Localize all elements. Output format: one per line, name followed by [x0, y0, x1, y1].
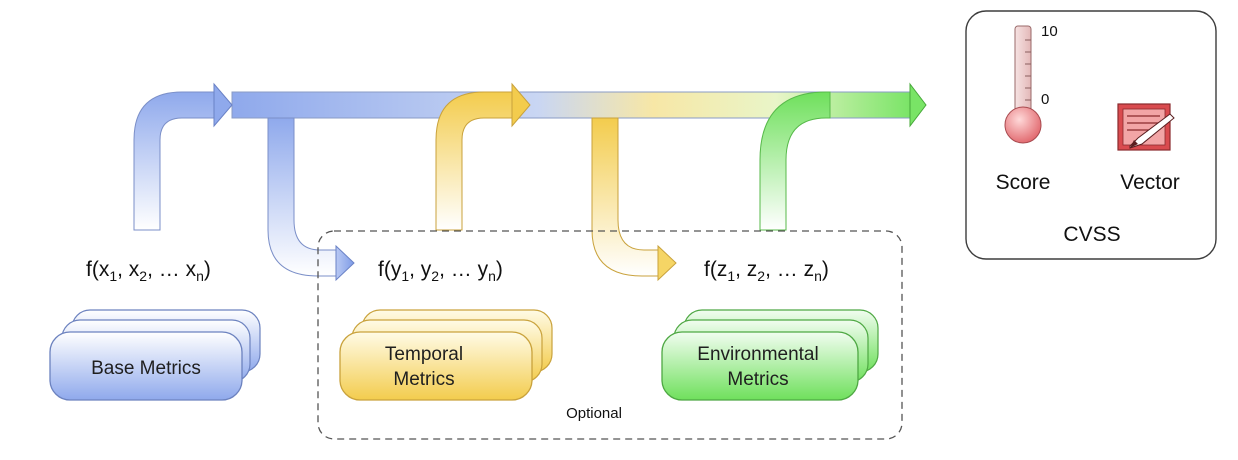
optional-label: Optional — [566, 405, 622, 422]
base-input-arrow — [133, 82, 233, 231]
optional-region — [317, 230, 903, 440]
environmental-function-label: f(z1, z2, … zn) — [704, 258, 829, 284]
temporal-function-label: f(y1, y2, … yn) — [378, 258, 503, 284]
environmental-metrics-label-line2: Metrics — [727, 369, 788, 390]
temporal-metrics-label-line1: Temporal — [385, 344, 463, 365]
thermometer-icon — [1004, 25, 1042, 144]
environmental-metrics-label-line1: Environmental — [697, 344, 818, 365]
temporal-input-arrow — [435, 82, 531, 231]
base-metrics-stack: Base Metrics — [49, 309, 261, 401]
thermometer-max-label: 10 — [1041, 23, 1058, 40]
base-function-label: f(x1, x2, … xn) — [86, 258, 211, 284]
vector-document-icon — [1117, 103, 1175, 151]
cvss-panel: 10 0 Score Vector CVSS — [965, 10, 1217, 260]
environmental-input-arrow — [759, 91, 831, 231]
cvss-title: CVSS — [1063, 223, 1120, 246]
temporal-metrics-stack: Temporal Metrics — [339, 309, 553, 401]
temporal-to-environmental-arrow — [591, 117, 677, 282]
base-metrics-label: Base Metrics — [91, 358, 201, 379]
environmental-metrics-stack: Environmental Metrics — [661, 309, 879, 401]
thermometer-min-label: 0 — [1041, 91, 1049, 108]
temporal-metrics-label-line2: Metrics — [393, 369, 454, 390]
score-label: Score — [996, 171, 1051, 194]
base-to-temporal-arrow — [267, 117, 355, 282]
vector-label: Vector — [1120, 171, 1180, 194]
